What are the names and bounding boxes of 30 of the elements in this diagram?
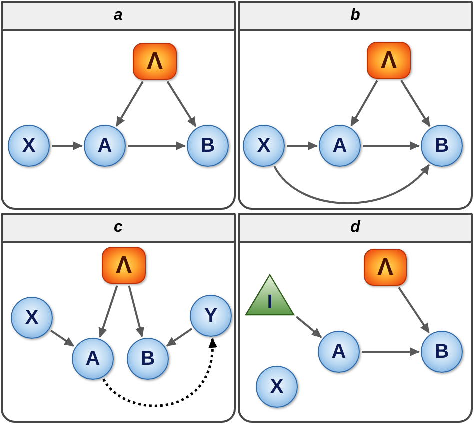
arrow [296,316,322,338]
arrow [166,81,197,128]
arrow [128,142,186,150]
curved-arrow [274,164,430,204]
arrow [400,80,431,128]
arrow [398,287,430,334]
panel [238,213,473,423]
arrow [116,81,144,128]
panel-label: c [113,220,124,236]
rounded-box-node: Λ [367,42,411,79]
arrow [362,348,420,356]
panel-label: d [350,220,362,236]
rounded-box-node: Λ [133,43,177,80]
arrow [350,80,378,127]
dotted-curved-arrow [102,338,217,408]
arrow [98,286,118,338]
arrow [363,142,420,150]
panel [1,1,236,210]
rounded-box-node: Λ [102,247,146,284]
panel [1,213,236,423]
triangle-node: I [245,274,295,316]
panel-label: b [350,8,362,24]
rounded-box-node: Λ [364,249,407,286]
arrow [50,330,75,347]
arrow [166,328,193,347]
arrow [287,142,318,150]
arrow [52,142,83,150]
arrow [128,286,144,338]
panel [238,1,473,210]
panel-label: a [113,8,124,24]
